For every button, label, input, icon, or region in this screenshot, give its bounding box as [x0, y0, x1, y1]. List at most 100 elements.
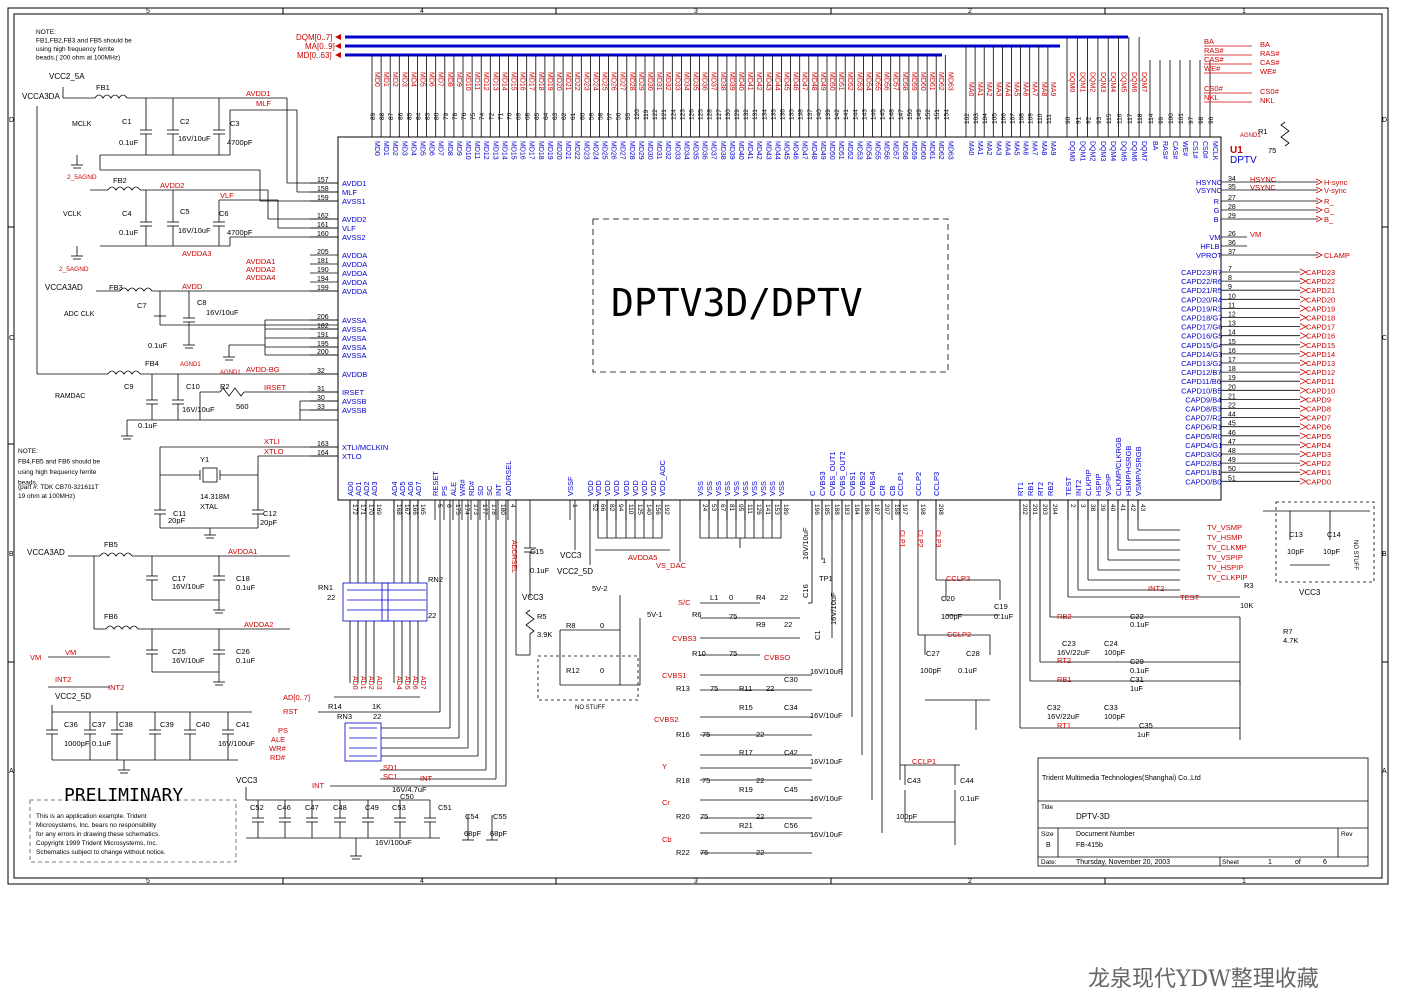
left-pin-name: AVSSA [342, 325, 366, 334]
md-net-label: MD47 [801, 72, 808, 91]
ma-net-label: MA6 [1022, 82, 1029, 97]
ramdac-label: RAMDAC [55, 393, 85, 400]
dqm-pin-number: 93 [1096, 116, 1103, 124]
c48-label: C48 [333, 803, 347, 812]
capd-pin-number: 22 [1228, 403, 1236, 410]
middle-wiring [245, 500, 1375, 860]
tb-company: Trident Multimedia Technologies(Shanghai… [1042, 775, 1201, 782]
row-right-c: C [1382, 335, 1387, 342]
r1-val: 75 [1268, 146, 1276, 155]
left-pin-number: 30 [317, 395, 325, 402]
ctrl-pin-name: MCLK [1211, 141, 1218, 161]
c43v-label: 100pF [896, 812, 918, 821]
ma-pin-number: 102 [964, 113, 971, 124]
left-pin-name: XTLI/MCLKIN [342, 443, 388, 452]
r21v-label: 22 [756, 848, 764, 857]
c45-label: C45 [784, 785, 798, 794]
c6-label: C6 [219, 209, 229, 218]
ma-net-label: MA0 [967, 82, 974, 97]
r21-label: R21 [739, 821, 753, 830]
capd-net-label: CAPD4 [1306, 441, 1331, 450]
bottom-pin-name: VSS [777, 481, 786, 496]
c12v-label: 20pF [260, 518, 278, 527]
bottom-pin-name: CCLP1 [896, 472, 905, 496]
md-net-label: MD18 [537, 72, 544, 91]
left-pin-name: XTLO [342, 452, 362, 461]
ma-pin-number: 111 [1046, 114, 1053, 124]
chip-part: DPTV [1230, 155, 1257, 166]
capd-net-label: CAPD8 [1306, 405, 1331, 414]
capd-pin-number: 17 [1228, 357, 1236, 364]
svg-text:This is an application example: This is an application example. Trident [36, 813, 147, 820]
left-pin-number: 191 [317, 332, 329, 339]
c26-label: C26 [236, 647, 250, 656]
cclp1-label: CCLP1 [912, 757, 936, 766]
rn1-label: RN1 [318, 583, 333, 592]
vcc3c-label: VCC3 [522, 593, 544, 602]
col-top-4: 2 [968, 8, 972, 15]
ma-pin-number: 104 [982, 113, 989, 124]
md-pin-name: MD43 [764, 141, 771, 160]
nostuff2-label: NO STUFF [1352, 540, 1358, 570]
r3v-label: 10K [1240, 601, 1253, 610]
col-top-5: 1 [1242, 8, 1246, 15]
bottom-pin-number: 82 [608, 504, 615, 512]
bottom-pin-number: 40 [1109, 504, 1116, 512]
ctrl-pin-name: CS1# [1191, 141, 1198, 159]
md-net-label: MD48 [810, 72, 817, 91]
capd-pin-number: 14 [1228, 330, 1236, 337]
c41-label: C41 [236, 720, 250, 729]
c50v-label: 16V/4.7uF [392, 785, 427, 794]
ma-net-label: MA3 [994, 82, 1001, 97]
avdda1-label: AVDDA1 [228, 547, 257, 556]
ma-pin-name: MA7 [1031, 141, 1038, 156]
rn3-label: RN3 [337, 712, 352, 721]
int2b-label: INT2 [108, 683, 124, 692]
dqm-pin-name: DQM4 [1109, 141, 1116, 161]
r1-agnd: AGND1 [1240, 133, 1261, 139]
c19v-label: 0.1uF [994, 612, 1014, 621]
bottom-pin-number: 185 [823, 504, 830, 515]
md-pin-name: MD55 [874, 141, 881, 160]
sync-pin-name: B [1214, 215, 1219, 224]
md-net-label: MD26 [610, 72, 617, 91]
bottom-pin-name: VSS [732, 481, 741, 496]
left-pin-number: 32 [317, 368, 325, 375]
md-net-label: MD41 [746, 72, 753, 91]
capd-net-label: CAPD21 [1306, 286, 1335, 295]
bottom-pin-name: INT [494, 484, 503, 497]
bottom-pin-number: 6 [445, 504, 452, 508]
row-right-a: A [1382, 768, 1387, 775]
rn2-label: RN2 [428, 575, 443, 584]
left-pin-number: 190 [317, 267, 329, 274]
fb5-label: FB5 [104, 540, 118, 549]
left-net-label: AVDDA4 [246, 273, 275, 282]
capd-net-label: CAPD11 [1306, 377, 1335, 386]
c8-label: C8 [197, 298, 207, 307]
capd-pin-number: 16 [1228, 348, 1236, 355]
c14v-label: 10pF [1323, 547, 1341, 556]
c13-label: C13 [1289, 530, 1303, 539]
r18v-label: 75 [702, 776, 710, 785]
c25-label: C25 [172, 647, 186, 656]
col-bottom-2: 4 [420, 878, 424, 885]
r13v-label: 75 [710, 684, 718, 693]
capd-pin-number: 13 [1228, 321, 1236, 328]
bottom-pin-number: 24 [701, 504, 708, 512]
capd-pin-name: CAPD0/B0 [1185, 477, 1221, 486]
c10v-label: 16V/10uF [182, 405, 215, 414]
c56v-label: 16V/10uF [810, 830, 843, 839]
bottom-pin-number: 125 [636, 504, 643, 515]
md-pin-number: 68 [525, 112, 532, 120]
md-pin-number: 152 [925, 109, 932, 120]
capd-pin-number: 11 [1228, 302, 1235, 309]
tb-title: DPTV-3D [1076, 812, 1110, 821]
bottom-pin-name: AD7 [414, 481, 423, 496]
sync-pin-name: R [1214, 197, 1220, 206]
labels: VCC2_5AVCCA3DAMCLKFB1C10.1uFC216V/10uFC3… [18, 29, 1358, 857]
tb-date-label: Date: [1041, 859, 1057, 866]
c2-label: C2 [180, 117, 190, 126]
bottom-pin-number: 202 [1021, 504, 1028, 515]
int2-label: INT2 [55, 675, 71, 684]
md-pin-number: 88 [379, 112, 386, 120]
